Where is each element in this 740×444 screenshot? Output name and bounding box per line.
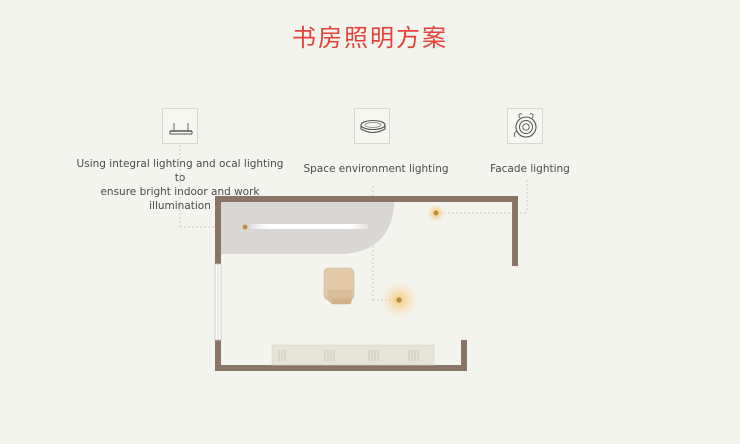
wall-right <box>512 196 518 266</box>
ceiling-light-icon-box <box>354 108 390 144</box>
wall-bottom-right <box>461 340 467 371</box>
spotlight-icon-box <box>507 108 543 144</box>
facade-lighting-label: Facade lighting <box>490 163 570 175</box>
integral-lighting-label: Using integral lighting and ocal lightin… <box>76 158 284 212</box>
ambient-light-dot <box>396 297 402 303</box>
chair <box>323 267 355 305</box>
bookshelf <box>271 344 435 366</box>
wall-top-left <box>215 196 395 202</box>
linear-light-marker <box>242 224 248 230</box>
linear-light-bar <box>250 224 368 229</box>
linear-light-icon <box>169 123 193 135</box>
wall-bottom <box>215 365 467 371</box>
wall-top-right <box>394 196 518 202</box>
linear-light-icon-box <box>162 108 198 144</box>
ceiling-light-icon <box>360 119 386 134</box>
spotlight-icon <box>513 113 537 138</box>
wall-left-lower <box>215 340 221 371</box>
facade-light-dot <box>433 210 439 216</box>
walls <box>215 196 518 371</box>
space-environment-label: Space environment lighting <box>303 163 449 175</box>
window <box>214 263 222 341</box>
page-title: 书房照明方案 <box>292 24 448 52</box>
wall-left-upper <box>215 196 221 264</box>
